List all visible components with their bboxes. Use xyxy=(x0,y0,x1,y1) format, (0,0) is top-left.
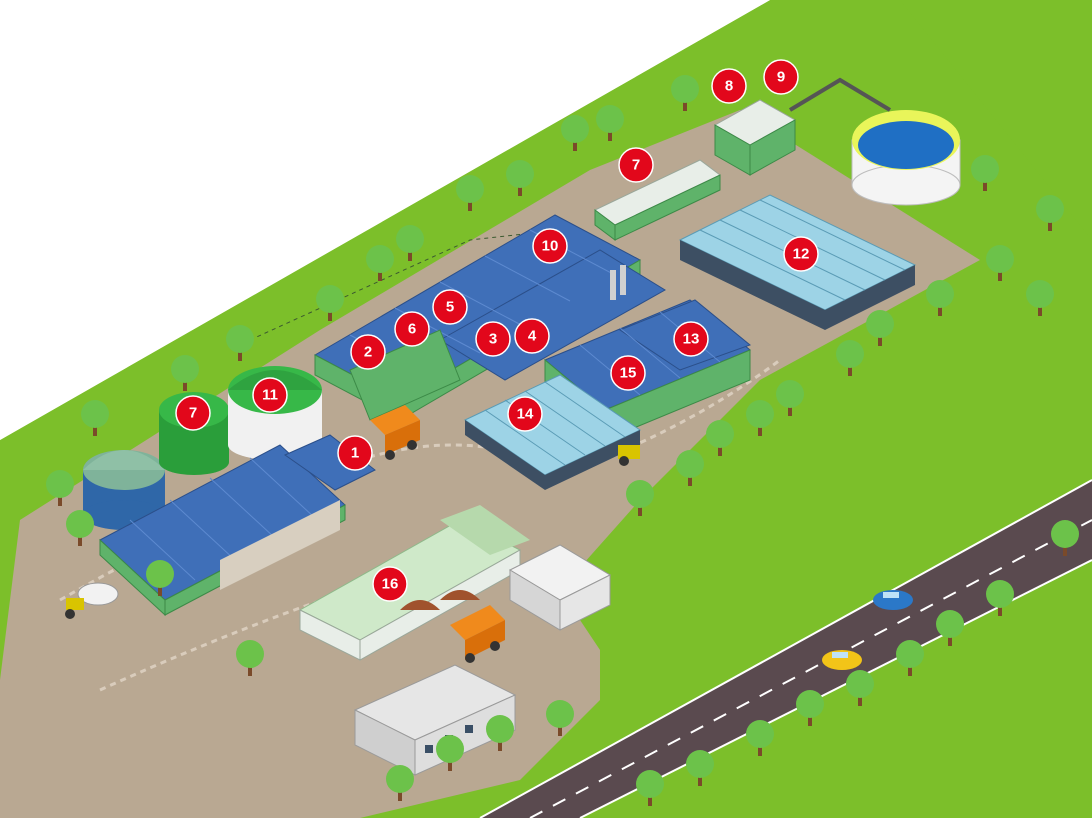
gatehouse xyxy=(508,544,612,631)
tree-icon xyxy=(236,640,264,676)
marker-14[interactable]: 14 xyxy=(507,396,543,432)
marker-10[interactable]: 10 xyxy=(532,228,568,264)
marker-4[interactable]: 4 xyxy=(514,318,550,354)
marker-8-label: 8 xyxy=(725,78,733,95)
marker-14-label: 14 xyxy=(517,406,534,423)
tree-icon xyxy=(316,285,344,321)
marker-1-label: 1 xyxy=(351,445,359,462)
tree-icon xyxy=(896,640,924,676)
tree-icon xyxy=(986,245,1014,281)
car-blue xyxy=(873,590,913,610)
tree-icon xyxy=(396,225,424,261)
digester-tank-left xyxy=(83,450,165,530)
marker-7-treatment[interactable]: 7 xyxy=(618,147,654,183)
greenhouse-14 xyxy=(464,374,641,490)
marker-3-label: 3 xyxy=(489,331,497,348)
tree-icon xyxy=(626,480,654,516)
tree-icon xyxy=(1051,520,1079,556)
tree-icon xyxy=(226,325,254,361)
marker-5[interactable]: 5 xyxy=(432,289,468,325)
truck-orange-main xyxy=(370,405,420,460)
marker-15[interactable]: 15 xyxy=(610,355,646,391)
tree-icon xyxy=(506,160,534,196)
marker-10-label: 10 xyxy=(542,238,559,255)
marker-4-label: 4 xyxy=(528,328,537,345)
marker-11-label: 11 xyxy=(262,387,278,404)
tree-icon xyxy=(436,735,464,771)
marker-7-treatment-label: 7 xyxy=(632,157,640,174)
marker-11[interactable]: 11 xyxy=(252,377,288,413)
tree-icon xyxy=(776,380,804,416)
tree-icon xyxy=(676,450,704,486)
water-basin xyxy=(851,110,961,206)
marker-12-label: 12 xyxy=(793,246,810,263)
tractor xyxy=(618,445,640,466)
tree-icon xyxy=(546,700,574,736)
marker-13[interactable]: 13 xyxy=(673,321,709,357)
tree-icon xyxy=(671,75,699,111)
tree-icon xyxy=(561,115,589,151)
tree-icon xyxy=(686,750,714,786)
tree-icon xyxy=(1036,195,1064,231)
marker-12[interactable]: 12 xyxy=(783,236,819,272)
treatment-facility xyxy=(594,77,892,241)
tree-icon xyxy=(846,670,874,706)
tree-icon xyxy=(456,175,484,211)
marker-9-label: 9 xyxy=(777,69,785,86)
tree-icon xyxy=(706,420,734,456)
tanker-tractor xyxy=(65,582,119,619)
marker-8[interactable]: 8 xyxy=(711,68,747,104)
marker-16[interactable]: 16 xyxy=(372,566,408,602)
tree-icon xyxy=(636,770,664,806)
tree-icon xyxy=(971,155,999,191)
tree-icon xyxy=(171,355,199,391)
marker-13-label: 13 xyxy=(683,331,700,348)
tree-icon xyxy=(146,560,174,596)
truck-orange-lower xyxy=(450,605,505,663)
tree-icon xyxy=(46,470,74,506)
tree-icon xyxy=(386,765,414,801)
marker-5-label: 5 xyxy=(446,299,454,316)
tree-icon xyxy=(836,340,864,376)
tree-icon xyxy=(986,580,1014,616)
marker-1[interactable]: 1 xyxy=(337,435,373,471)
tree-icon xyxy=(936,610,964,646)
marker-6-label: 6 xyxy=(408,321,416,338)
marker-2-label: 2 xyxy=(364,344,372,361)
marker-7-tank[interactable]: 7 xyxy=(175,395,211,431)
marker-9[interactable]: 9 xyxy=(763,59,799,95)
trees xyxy=(46,75,1079,806)
tree-icon xyxy=(366,245,394,281)
marker-16-label: 16 xyxy=(382,576,399,593)
tree-icon xyxy=(66,510,94,546)
tree-icon xyxy=(796,690,824,726)
marker-2[interactable]: 2 xyxy=(350,334,386,370)
car-yellow xyxy=(822,650,862,670)
tree-icon xyxy=(746,720,774,756)
marker-7-tank-label: 7 xyxy=(189,405,197,422)
tree-icon xyxy=(596,105,624,141)
marker-15-label: 15 xyxy=(620,365,637,382)
tree-icon xyxy=(866,310,894,346)
tree-icon xyxy=(926,280,954,316)
tree-icon xyxy=(746,400,774,436)
composting-building xyxy=(298,505,530,661)
marker-6[interactable]: 6 xyxy=(394,311,430,347)
marker-3[interactable]: 3 xyxy=(475,321,511,357)
tree-icon xyxy=(81,400,109,436)
tree-icon xyxy=(486,715,514,751)
tree-icon xyxy=(1026,280,1054,316)
